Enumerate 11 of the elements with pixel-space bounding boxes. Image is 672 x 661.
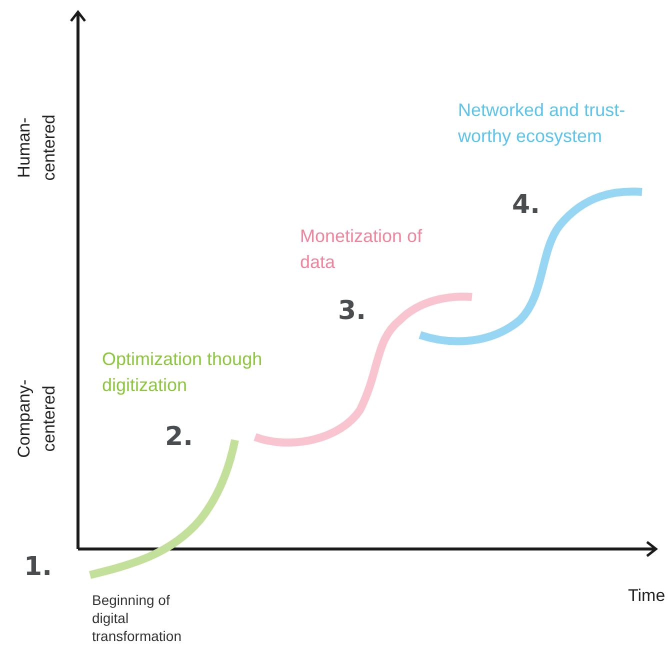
axis-label: Company- centered xyxy=(13,378,59,460)
step-number: 3. xyxy=(338,298,366,324)
axis-label: Time xyxy=(628,585,666,607)
step-number: 2. xyxy=(165,424,193,450)
phase-label: Optimization though digitization xyxy=(102,348,264,398)
step-number: 1. xyxy=(24,554,52,580)
note-text: Beginning of digital transformation xyxy=(92,591,182,646)
step-number: 4. xyxy=(512,192,540,218)
phase-label: Networked and trust- worthy ecosystem xyxy=(458,99,626,148)
phase-label: Monetization of data xyxy=(300,225,424,274)
axis-label: Human- centered xyxy=(13,113,59,182)
